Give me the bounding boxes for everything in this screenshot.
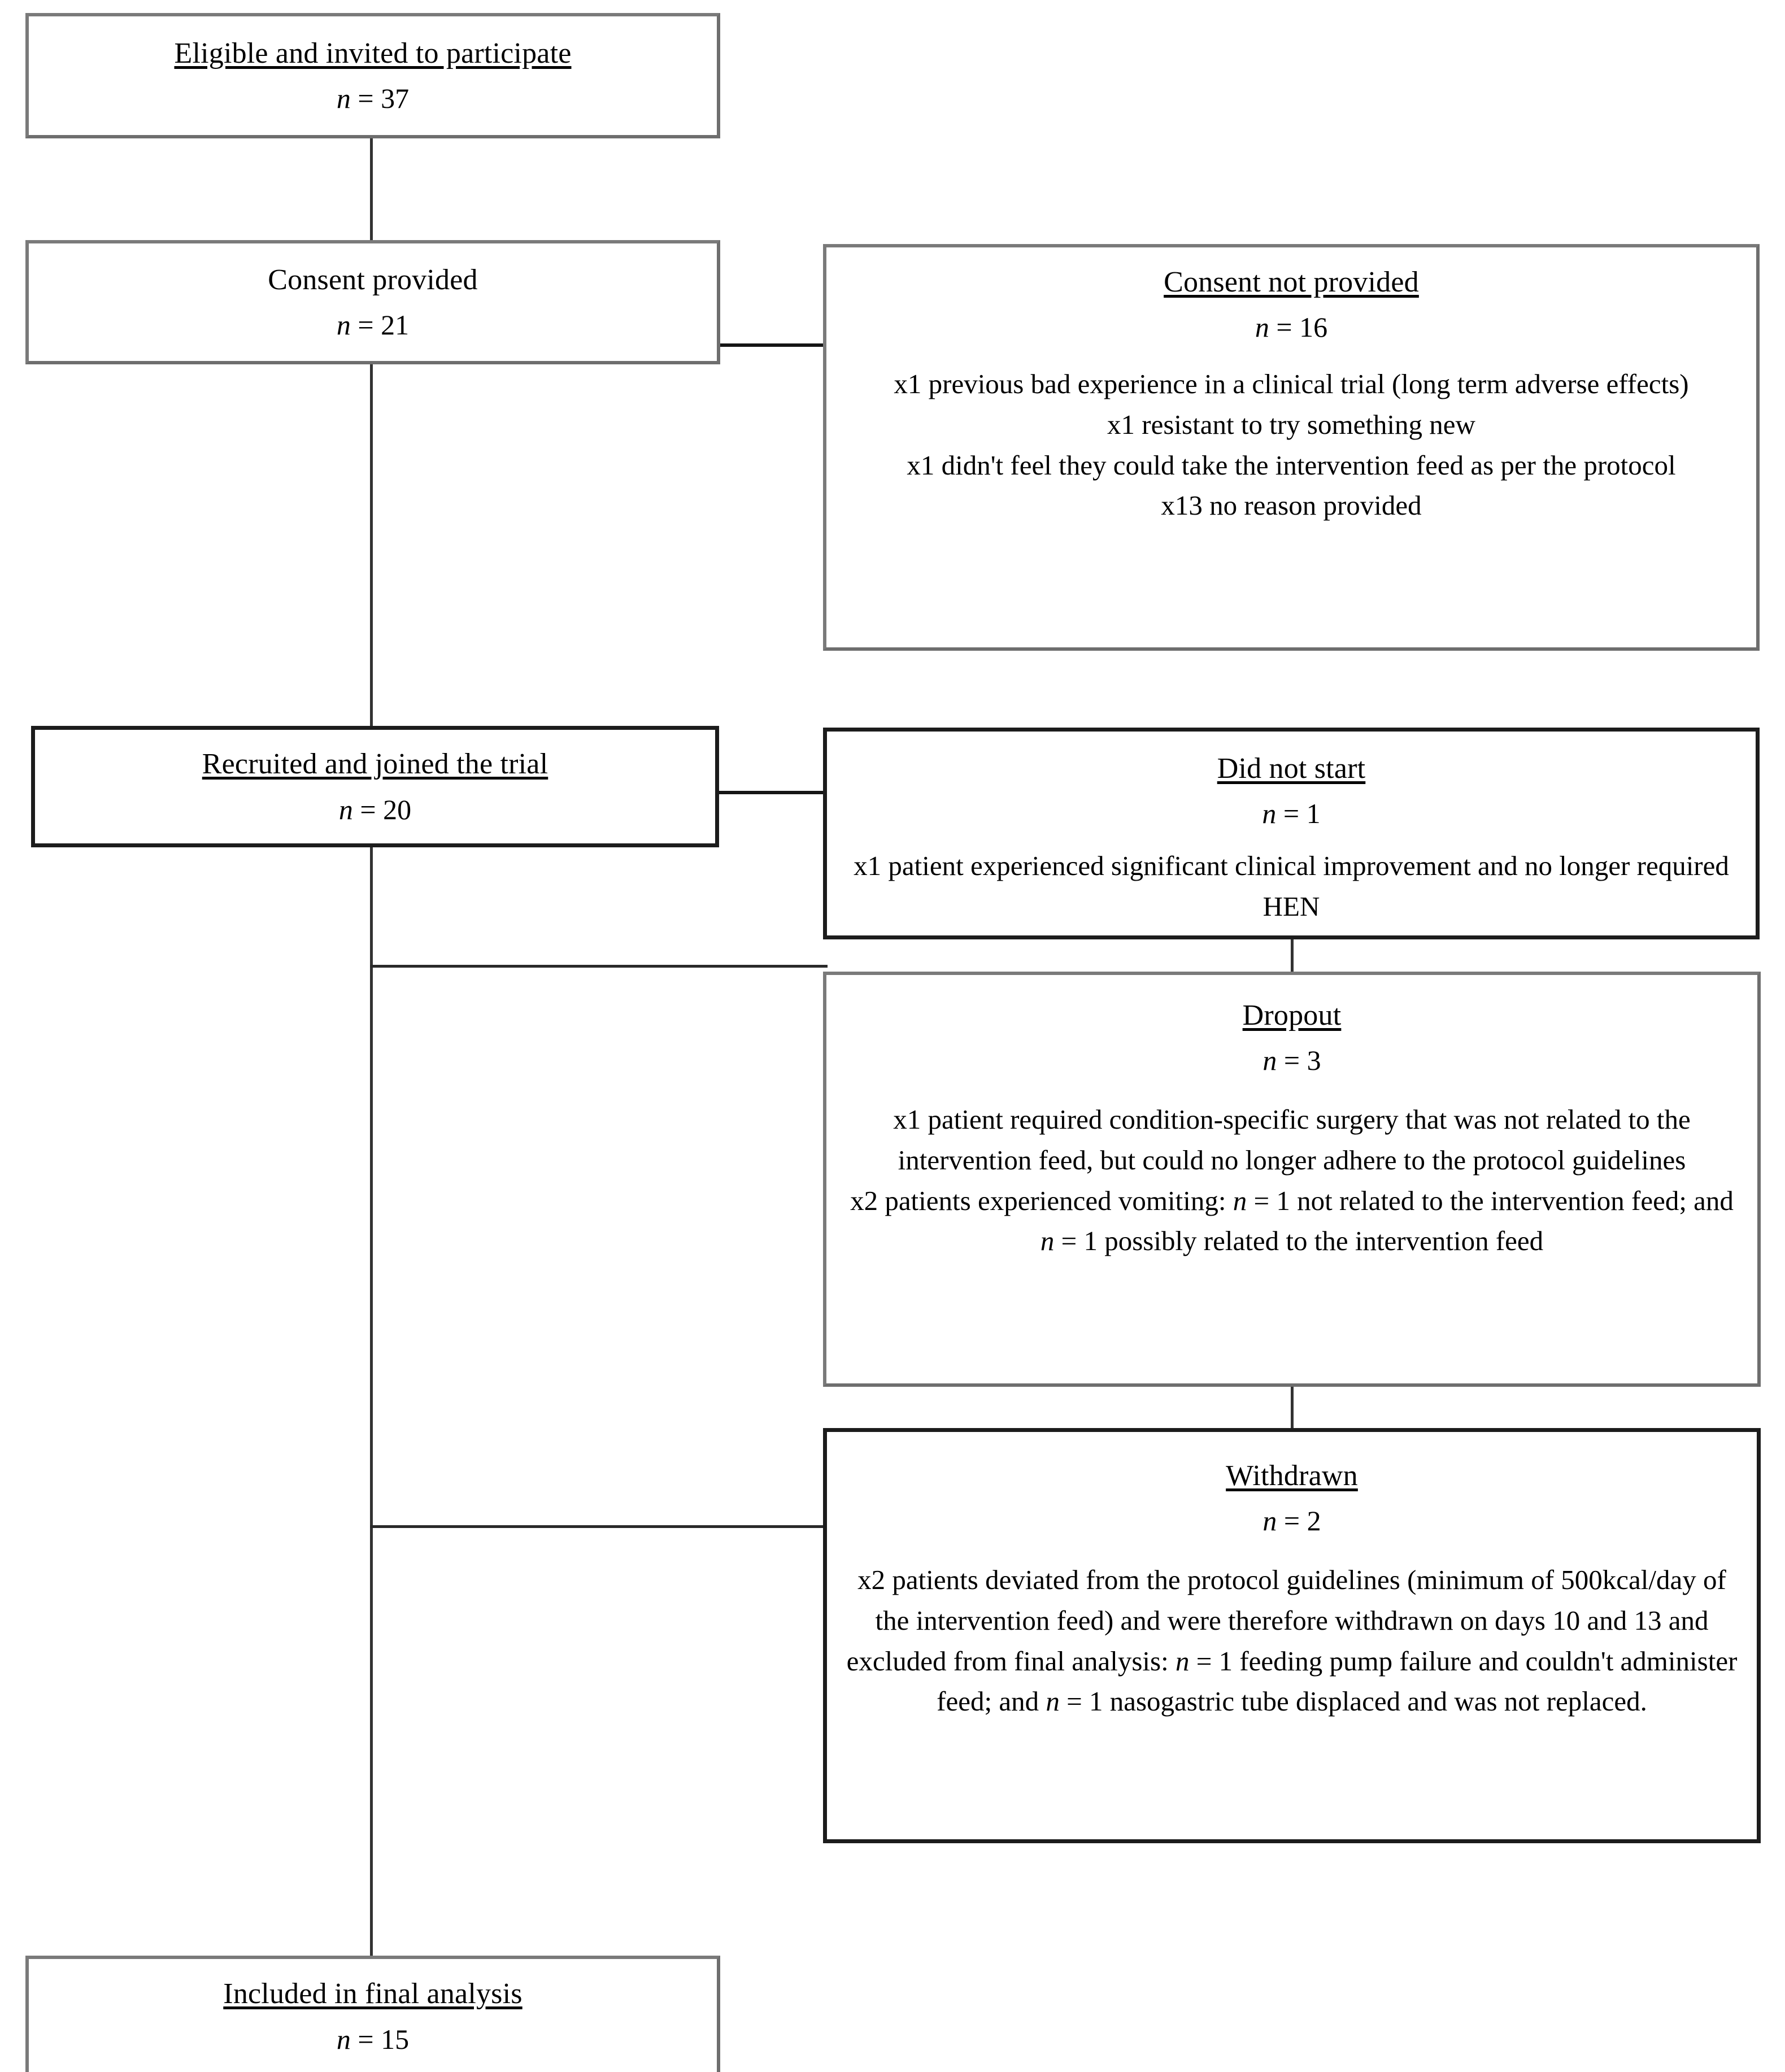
- n-value: = 37: [358, 82, 410, 115]
- node-title: Withdrawn: [1226, 1460, 1358, 1492]
- connector-recruited-to-included: [370, 843, 373, 1958]
- node-count: n = 37: [337, 81, 409, 116]
- connector-spine-to-dropout: [370, 965, 828, 968]
- node-reasons: x1 patient required condition-specific s…: [841, 1099, 1743, 1261]
- node-reasons: x1 previous bad experience in a clinical…: [894, 364, 1688, 525]
- node-reasons: x2 patients deviated from the protocol g…: [842, 1560, 1742, 1721]
- reason-item: x1 resistant to try something new: [1107, 408, 1475, 440]
- n-value: = 16: [1276, 311, 1328, 343]
- connector-consent-to-recruited: [370, 362, 373, 732]
- node-title: Consent provided: [268, 263, 478, 296]
- n-symbol: n: [1262, 798, 1277, 830]
- reason-item: x1 patient experienced significant clini…: [854, 850, 1729, 922]
- n-symbol: n: [1262, 1505, 1277, 1537]
- node-withdrawn: Withdrawn n = 2 x2 patients deviated fro…: [823, 1428, 1761, 1843]
- connector-eligible-to-consent: [370, 134, 373, 245]
- node-did-not-start: Did not start n = 1 x1 patient experienc…: [823, 728, 1760, 939]
- connector-did-not-start-to-dropout: [1291, 935, 1294, 974]
- connector-dropout-to-withdrawn: [1291, 1385, 1294, 1428]
- n-symbol: n: [338, 793, 353, 825]
- node-recruited-and-joined: Recruited and joined the trial n = 20: [31, 726, 719, 847]
- node-included-in-final-analysis: Included in final analysis n = 15: [25, 1956, 720, 2072]
- connector-consent-to-not-provided: [716, 343, 827, 347]
- node-count: n = 1: [1262, 796, 1320, 831]
- connector-spine-to-withdrawn: [370, 1525, 828, 1528]
- node-consent-provided: Consent provided n = 21: [25, 240, 720, 364]
- node-count: n = 15: [337, 2022, 409, 2057]
- reason-item: x1 didn't feel they could take the inter…: [907, 449, 1676, 481]
- reason-item: x2 patients experienced vomiting: n = 1 …: [850, 1185, 1734, 1257]
- node-count: n = 2: [1262, 1504, 1321, 1538]
- node-title: Did not start: [1217, 752, 1366, 785]
- reason-item: x1 patient required condition-specific s…: [893, 1104, 1691, 1176]
- connector-recruited-to-did-not-start: [716, 791, 827, 794]
- node-eligible-and-invited: Eligible and invited to participate n = …: [25, 13, 720, 138]
- n-value: = 15: [358, 2023, 410, 2055]
- reason-item: x13 no reason provided: [1161, 490, 1422, 521]
- reason-item: x2 patients deviated from the protocol g…: [846, 1564, 1738, 1717]
- node-title: Eligible and invited to participate: [174, 37, 572, 69]
- reason-item: x1 previous bad experience in a clinical…: [894, 368, 1689, 400]
- node-reasons: x1 patient experienced significant clini…: [842, 846, 1741, 926]
- n-symbol: n: [1255, 311, 1269, 343]
- node-dropout: Dropout n = 3 x1 patient required condit…: [823, 972, 1761, 1387]
- node-count: n = 20: [339, 793, 411, 827]
- node-consent-not-provided: Consent not provided n = 16 x1 previous …: [823, 244, 1760, 651]
- n-value: = 1: [1283, 798, 1321, 830]
- node-title: Included in final analysis: [223, 1978, 523, 2010]
- node-count: n = 16: [1255, 310, 1327, 345]
- n-value: = 2: [1283, 1505, 1321, 1537]
- n-value: = 3: [1283, 1044, 1321, 1077]
- node-title: Dropout: [1242, 999, 1342, 1031]
- n-symbol: n: [336, 82, 351, 115]
- n-value: = 21: [358, 309, 410, 341]
- node-count: n = 21: [337, 308, 409, 342]
- node-title: Recruited and joined the trial: [202, 748, 548, 781]
- n-symbol: n: [1262, 1044, 1277, 1077]
- node-count: n = 3: [1262, 1043, 1321, 1078]
- node-title: Consent not provided: [1164, 266, 1419, 298]
- n-symbol: n: [336, 2023, 351, 2055]
- n-value: = 20: [360, 793, 412, 825]
- n-symbol: n: [336, 309, 351, 341]
